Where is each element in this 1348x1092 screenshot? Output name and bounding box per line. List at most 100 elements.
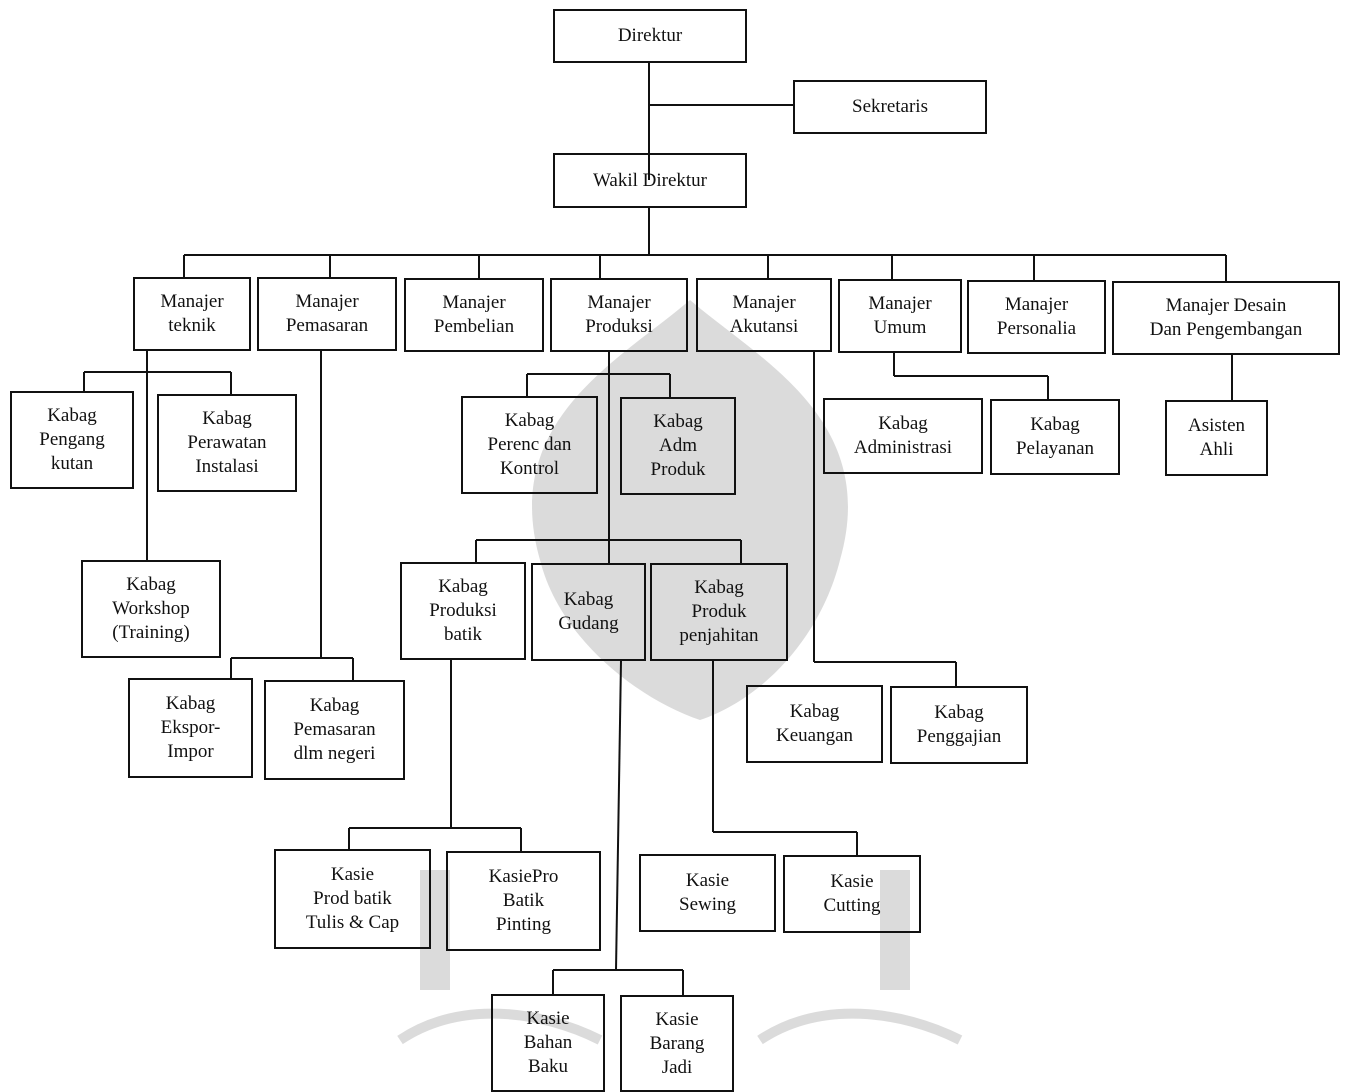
node-label-line: Kabag — [878, 413, 928, 434]
node-label-line: Asisten — [1188, 415, 1245, 436]
node-label-line: Kabag — [653, 411, 703, 432]
node-label-line: Pemasaran — [293, 719, 376, 740]
node-label-line: Cutting — [823, 895, 881, 916]
node-label-line: kutan — [50, 453, 94, 474]
node-label-line: Produksi — [585, 316, 653, 337]
node-label-line: Manajer — [868, 293, 932, 314]
node-label-line: Prod batik — [313, 888, 392, 909]
node-label-line: Kasie — [655, 1008, 699, 1030]
node-label-line: Gudang — [558, 613, 619, 634]
node-label-line: Kabag — [504, 410, 555, 431]
node-label-line: Batik — [502, 890, 545, 911]
node-label-line: Manajer — [1004, 294, 1069, 315]
node-label-line: Keuangan — [775, 725, 854, 746]
node-label-line: dlm negeri — [293, 743, 376, 764]
node-label-line: Kabag — [563, 589, 614, 610]
node-label-line: Kasie — [526, 1008, 570, 1029]
node-sekretaris: Sekretaris — [793, 80, 987, 134]
node-label-line: Penggajian — [916, 726, 1002, 747]
node-label-line: Kabag — [789, 701, 840, 722]
node-label-line: Sewing — [679, 894, 736, 915]
node-label-line: Pengang — [39, 429, 105, 450]
node-label-line: Manajer — [295, 291, 359, 312]
node-label-line: Produk — [691, 601, 747, 622]
node-label-line: Direktur — [617, 25, 683, 46]
node-label-line: Administrasi — [853, 437, 953, 458]
node-label-line: Bahan — [523, 1032, 573, 1053]
node-label-line: batik — [444, 624, 482, 645]
node-label-line: Manajer Desain — [1165, 295, 1287, 316]
node-label-line: Kabag — [309, 695, 360, 716]
node-label-line: teknik — [168, 315, 216, 336]
node-label-line: Kabag — [694, 577, 744, 598]
node-label-line: Jadi — [661, 1056, 693, 1078]
node-label-line: Kabag — [202, 408, 252, 429]
node-label-line: penjahitan — [679, 625, 759, 646]
node-label-line: Kabag — [47, 405, 97, 426]
connector-line — [615, 660, 622, 971]
node-label-line: Kontrol — [499, 458, 560, 479]
node-label-line: Kasie — [830, 871, 874, 892]
node-label-line: Kabag — [1030, 414, 1080, 435]
node-label-line: Pelayanan — [1015, 438, 1095, 459]
node-label-line: Tulis & Cap — [305, 912, 400, 933]
node-label-line: Manajer — [160, 291, 224, 312]
node-label-line: Kabag — [126, 574, 176, 595]
node-label-line: Perenc dan — [487, 434, 572, 455]
node-label-line: Wakil Direktur — [592, 169, 708, 191]
node-label-line: Produk — [650, 459, 706, 480]
node-label-line: Ahli — [1199, 439, 1234, 460]
node-label-line: Manajer — [442, 292, 506, 313]
node-label-line: Impor — [167, 741, 214, 762]
node-label-line: Ekspor- — [160, 717, 221, 738]
node-label-line: Perawatan — [187, 432, 267, 453]
node-manajer-teknik: Manajer teknik — [133, 277, 251, 351]
node-label-line: Sekretaris — [852, 96, 928, 117]
node-label-line: Manajer — [587, 292, 651, 313]
node-wakil-direktur: Wakil Direktur — [553, 153, 747, 208]
node-label-line: KasiePro — [488, 866, 559, 887]
node-label-line: (Training) — [112, 622, 190, 643]
node-label-line: Pembelian — [433, 316, 515, 337]
node-label-line: Akutansi — [729, 316, 799, 337]
node-label-line: Dan Pengembangan — [1149, 319, 1303, 340]
node-label-line: Kasie — [685, 870, 730, 891]
node-label-line: Manajer — [732, 292, 796, 313]
node-direktur: Direktur — [553, 9, 747, 63]
node-label-line: Workshop — [112, 598, 190, 619]
node-label-line: Kabag — [165, 693, 216, 714]
node-label-line: Barang — [649, 1032, 705, 1054]
node-label-line: Pinting — [496, 914, 551, 935]
node-label-line: Pemasaran — [285, 315, 369, 336]
node-label-line: Kabag — [438, 576, 488, 597]
node-label-line: Kabag — [934, 702, 984, 723]
